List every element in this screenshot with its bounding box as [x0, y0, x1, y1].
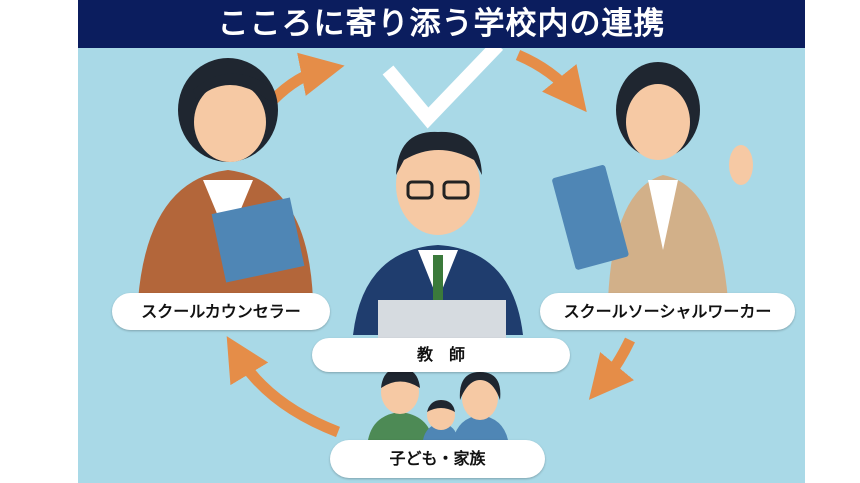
arrow-family-to-counselor: [226, 336, 340, 438]
check-mark-icon: [382, 40, 504, 129]
illustration: [138, 40, 753, 440]
label-child-family: 子ども・家族: [330, 440, 545, 478]
social-worker-figure: [552, 62, 753, 300]
arrow-social-worker-to-family: [588, 337, 635, 400]
arrow-counselor-to-top: [269, 52, 345, 104]
label-teacher: 教 師: [312, 338, 570, 372]
diagram-canvas: こころに寄り添う学校内の連携: [78, 0, 805, 483]
teacher-figure: [353, 131, 523, 342]
page-title: こころに寄り添う学校内の連携: [78, 0, 805, 48]
label-school-social-worker: スクールソーシャルワーカー: [540, 293, 795, 330]
arrow-top-to-social-worker: [515, 49, 587, 113]
counselor-figure: [138, 58, 313, 300]
label-school-counselor: スクールカウンセラー: [112, 293, 330, 330]
family-figure: [368, 368, 508, 440]
